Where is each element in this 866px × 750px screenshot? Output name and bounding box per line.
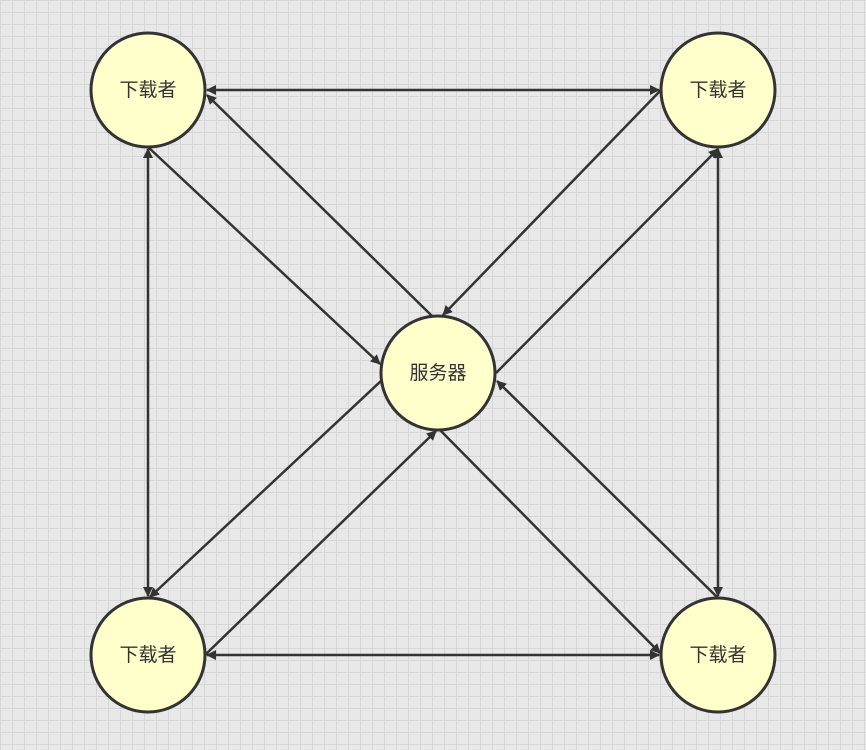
edge-tr-to-server [442, 89, 662, 316]
edge-server-to-tr [495, 148, 719, 374]
node-label: 下载者 [119, 79, 176, 101]
node-label: 下载者 [689, 644, 746, 666]
node-bottom-left[interactable] [89, 596, 207, 714]
node-server[interactable] [379, 314, 497, 432]
edge-br-to-server [496, 380, 719, 599]
edge-server-to-br [439, 429, 661, 654]
edge-tl-to-server [147, 146, 381, 365]
edge-bl-to-server [204, 430, 437, 656]
node-top-left[interactable] [89, 31, 207, 149]
node-label: 下载者 [119, 644, 176, 666]
node-label: 下载者 [689, 79, 746, 101]
edge-server-to-bl [149, 379, 383, 598]
node-top-right[interactable] [659, 31, 777, 149]
node-bottom-right[interactable] [659, 596, 777, 714]
edge-server-to-tl [206, 94, 433, 317]
node-label: 服务器 [409, 362, 466, 384]
